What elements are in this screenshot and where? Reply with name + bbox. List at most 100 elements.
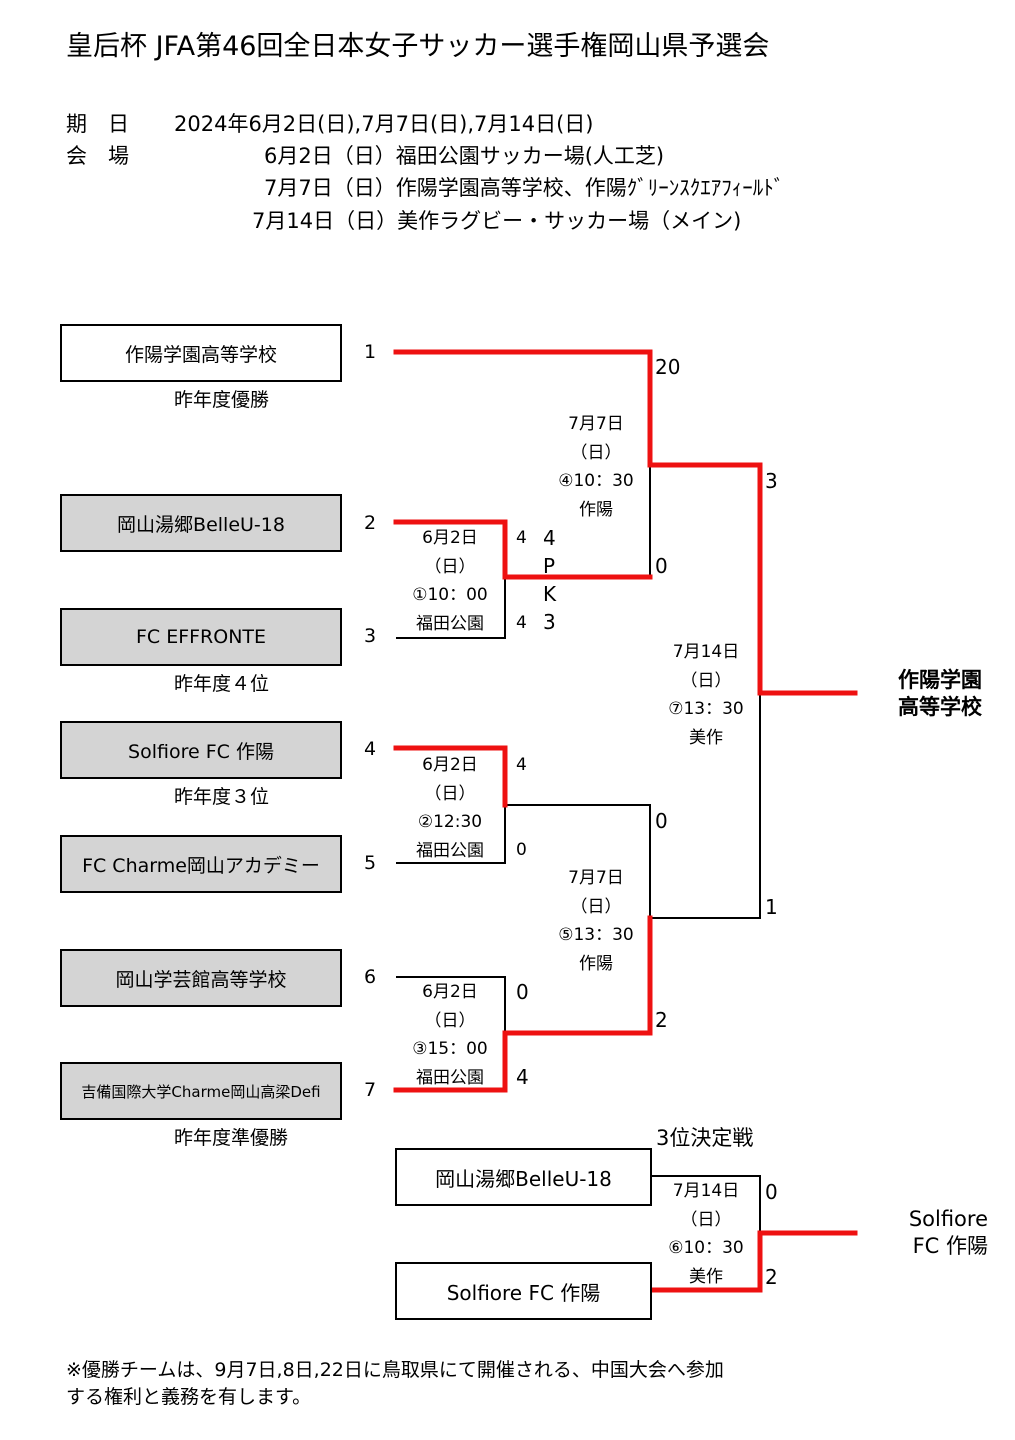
third-place-winner: Solfiore FC 作陽 — [860, 1206, 988, 1260]
match-6-venue: 美作 — [689, 1266, 723, 1287]
match-4-time: ④10：30 — [558, 471, 634, 491]
match-7-info: 7月14日 （日） ⑦13：30 美作 — [656, 638, 756, 752]
match-2-score-top: 4 — [516, 755, 527, 775]
match-5-time: ⑤13：30 — [558, 925, 634, 945]
third-place-team-top: 岡山湯郷BelleU-18 — [395, 1148, 652, 1206]
seed-1: 1 — [364, 341, 377, 363]
footer-line-1: ※優勝チームは、9月7日,8日,22日に鳥取県にて開催される、中国大会へ参加 — [66, 1359, 724, 1381]
team-box-3: FC EFFRONTE — [60, 608, 342, 666]
venue-line-1: 6月2日（日）福田公園サッカー場(人工芝) — [264, 144, 665, 168]
champion-path — [393, 349, 858, 696]
match-2-score-bottom: 0 — [516, 840, 527, 860]
team-note-7: 昨年度準優勝 — [174, 1127, 289, 1149]
third-winner-path — [649, 1230, 858, 1293]
date-label: 期 日 — [66, 112, 129, 136]
match-1-score-top: 4 — [516, 528, 527, 548]
match-2-date: 6月2日 — [422, 755, 478, 775]
match-6-day: （日） — [680, 1209, 732, 1230]
match-1-pk-label-p: P — [543, 554, 556, 578]
venue-label: 会 場 — [66, 144, 129, 168]
match-1-date: 6月2日 — [422, 528, 478, 548]
match-1-pk-label-k: K — [543, 582, 557, 606]
match-7-score-bottom: 1 — [765, 895, 778, 919]
team-box-6: 岡山学芸館高等学校 — [60, 949, 342, 1007]
m2-loser-line — [396, 805, 506, 864]
match-4-date: 7月7日 — [568, 414, 624, 434]
team-box-5: FC Charme岡山アカデミー — [60, 835, 342, 893]
champion-line-1: 作陽学園 — [898, 668, 982, 692]
match-5-date: 7月7日 — [568, 868, 624, 888]
match-2-time: ②12:30 — [417, 812, 483, 832]
match-1-venue: 福田公園 — [416, 613, 484, 634]
team-note-3: 昨年度４位 — [174, 673, 270, 695]
m2-winner-path — [393, 745, 508, 808]
match-1-pk-bottom: 3 — [543, 610, 556, 634]
seed-5: 5 — [364, 852, 377, 874]
team-box-7: 吉備国際大学Charme岡山高梁Defi — [60, 1062, 342, 1120]
match-1-pk-top: 4 — [543, 526, 556, 550]
match-3-venue: 福田公園 — [416, 1067, 484, 1088]
page-title: 皇后杯 JFA第46回全日本女子サッカー選手権岡山県予選会 — [66, 31, 770, 62]
match-3-score-top: 0 — [516, 980, 529, 1004]
seed-7: 7 — [364, 1079, 377, 1101]
third-place-team-bottom: Solfiore FC 作陽 — [395, 1262, 652, 1320]
match-1-day: （日） — [424, 556, 476, 577]
venue-line-2: 7月7日（日）作陽学園高等学校、作陽ｸﾞﾘｰﾝｽｸｴｱﾌｨｰﾙﾄﾞ — [264, 176, 785, 200]
match-6-score-top: 0 — [765, 1180, 778, 1204]
team-note-4: 昨年度３位 — [174, 786, 270, 808]
match-3-info: 6月2日 （日） ③15：00 福田公園 — [400, 978, 500, 1092]
footer-line-2: する権利と義務を有します。 — [66, 1386, 312, 1408]
third-loser-line — [652, 1175, 761, 1233]
match-6-time: ⑥10：30 — [668, 1238, 744, 1258]
m3-winner-path — [393, 915, 653, 1093]
match-6-score-bottom: 2 — [765, 1265, 778, 1289]
date-value: 2024年6月2日(日),7月7日(日),7月14日(日) — [174, 112, 594, 136]
final-loser-line — [650, 693, 761, 919]
m5-loser-line — [505, 804, 651, 918]
seed-3: 3 — [364, 625, 377, 647]
match-4-score-top: 20 — [655, 355, 681, 379]
match-5-score-bottom: 2 — [655, 1008, 668, 1032]
match-7-date: 7月14日 — [672, 642, 740, 662]
match-6-date: 7月14日 — [672, 1181, 740, 1201]
match-2-info: 6月2日 （日） ②12:30 福田公園 — [400, 751, 500, 865]
match-7-venue: 美作 — [689, 727, 723, 748]
team-box-2: 岡山湯郷BelleU-18 — [60, 494, 342, 552]
match-7-day: （日） — [680, 670, 732, 691]
team-box-1: 作陽学園高等学校 — [60, 324, 342, 382]
team-note-1: 昨年度優勝 — [174, 389, 270, 411]
team-box-4: Solfiore FC 作陽 — [60, 721, 342, 779]
seed-4: 4 — [364, 738, 377, 760]
third-place-winner-line-2: FC 作陽 — [912, 1234, 988, 1258]
match-4-day: （日） — [570, 442, 622, 463]
footer-note: ※優勝チームは、9月7日,8日,22日に鳥取県にて開催される、中国大会へ参加 す… — [66, 1357, 724, 1411]
seed-2: 2 — [364, 512, 377, 534]
match-3-score-bottom: 4 — [516, 1065, 529, 1089]
m1-winner-path — [393, 519, 653, 580]
match-5-info: 7月7日 （日） ⑤13：30 作陽 — [546, 864, 646, 978]
match-5-day: （日） — [570, 896, 622, 917]
match-1-score-bottom: 4 — [516, 613, 527, 633]
match-4-info: 7月7日 （日） ④10：30 作陽 — [546, 410, 646, 524]
third-place-winner-line-1: Solfiore — [908, 1207, 988, 1231]
third-place-title: 3位決定戦 — [656, 1126, 754, 1150]
match-4-score-bottom: 0 — [655, 554, 668, 578]
match-2-day: （日） — [424, 783, 476, 804]
champion-label: 作陽学園 高等学校 — [880, 667, 1000, 721]
match-1-time: ①10：00 — [412, 585, 488, 605]
match-6-info: 7月14日 （日） ⑥10：30 美作 — [656, 1177, 756, 1291]
match-4-venue: 作陽 — [579, 499, 613, 520]
match-5-score-top: 0 — [655, 809, 668, 833]
match-3-date: 6月2日 — [422, 982, 478, 1002]
match-3-time: ③15：00 — [412, 1039, 488, 1059]
match-1-info: 6月2日 （日） ①10：00 福田公園 — [400, 524, 500, 638]
m3-loser-line — [396, 976, 506, 1033]
seed-6: 6 — [364, 966, 377, 988]
venue-line-3: 7月14日（日）美作ラグビー・サッカー場（メイン) — [252, 209, 742, 233]
m1-loser-line — [396, 577, 506, 639]
match-7-time: ⑦13：30 — [668, 699, 744, 719]
match-7-score-top: 3 — [765, 469, 778, 493]
match-2-venue: 福田公園 — [416, 840, 484, 861]
match-3-day: （日） — [424, 1010, 476, 1031]
